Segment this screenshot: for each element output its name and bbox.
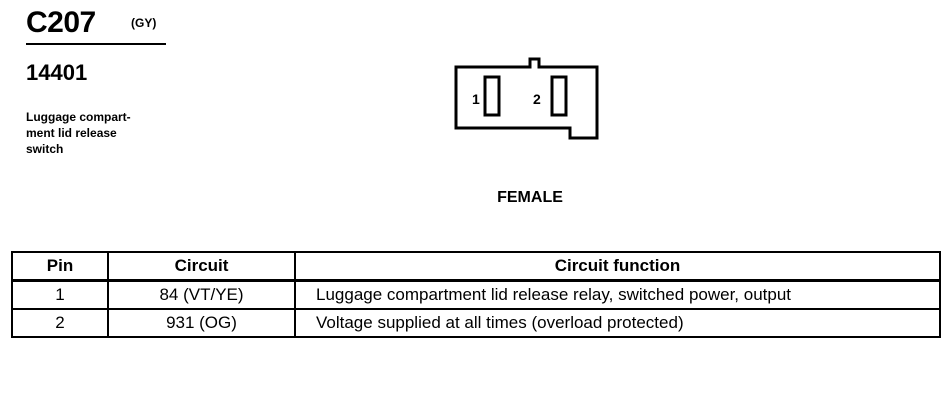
title-underline: [26, 43, 166, 45]
table-row: 1 84 (VT/YE) Luggage compartment lid rel…: [11, 279, 941, 310]
pinout-header-row: Pin Circuit Circuit function: [11, 251, 941, 282]
connector-face-diagram: 1 2: [454, 57, 599, 140]
cavity-2-terminal: [550, 75, 568, 117]
header-circuit: Circuit: [107, 251, 296, 282]
cavity-label-1: 1: [472, 91, 480, 107]
connector-housing-outline: [454, 57, 599, 140]
cavity-1-terminal: [483, 75, 501, 117]
circuit-cell: 931 (OG): [107, 307, 296, 338]
pinout-table: Pin Circuit Circuit function 1 84 (VT/YE…: [11, 251, 941, 338]
cavity-label-2: 2: [533, 91, 541, 107]
circuit-cell: 84 (VT/YE): [107, 279, 296, 310]
table-row: 2 931 (OG) Voltage supplied at all times…: [11, 307, 941, 338]
connector-description: Luggage compart- ment lid release switch: [26, 110, 131, 156]
header-pin: Pin: [11, 251, 109, 282]
connector-color-code: (GY): [131, 16, 157, 30]
connector-gender-label: FEMALE: [497, 189, 563, 206]
circuit-function-cell: Voltage supplied at all times (overload …: [294, 307, 941, 338]
pin-cell: 2: [11, 307, 109, 338]
circuit-function-cell: Luggage compartment lid release relay, s…: [294, 279, 941, 310]
pin-cell: 1: [11, 279, 109, 310]
header-circuit-function: Circuit function: [294, 251, 941, 282]
connector-id: C207: [26, 6, 96, 39]
part-number: 14401: [26, 60, 88, 85]
